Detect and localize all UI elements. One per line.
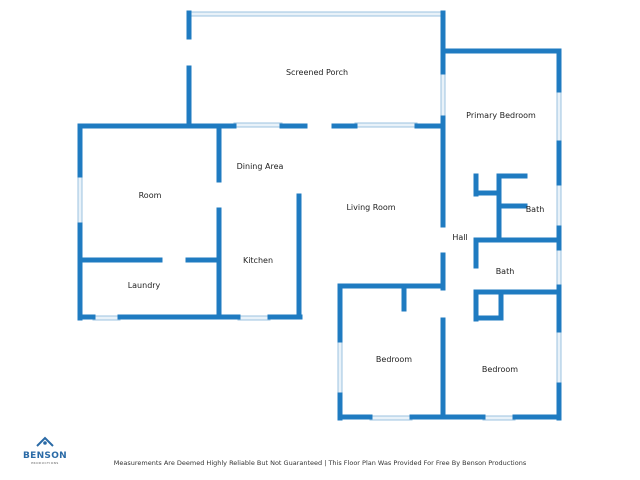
label-bedroom-2: Bedroom bbox=[482, 365, 518, 374]
window bbox=[556, 247, 562, 288]
window bbox=[237, 315, 271, 321]
label-bedroom-1: Bedroom bbox=[376, 355, 412, 364]
window bbox=[369, 415, 413, 421]
window bbox=[482, 415, 516, 421]
window bbox=[92, 315, 121, 321]
footer-disclaimer: Measurements Are Deemed Highly Reliable … bbox=[113, 459, 527, 467]
label-screened-porch: Screened Porch bbox=[286, 68, 348, 77]
window bbox=[440, 71, 446, 119]
walls bbox=[77, 10, 562, 421]
label-bath-2: Bath bbox=[496, 267, 515, 276]
window bbox=[233, 122, 283, 128]
window bbox=[190, 11, 442, 17]
benson-logo: BENSON PRODUCTIONS bbox=[22, 432, 68, 465]
window bbox=[556, 182, 562, 229]
label-laundry: Laundry bbox=[128, 281, 161, 290]
label-hall: Hall bbox=[452, 233, 467, 242]
window bbox=[354, 122, 418, 128]
window bbox=[337, 339, 343, 396]
window bbox=[556, 329, 562, 386]
label-bath-1: Bath bbox=[526, 205, 545, 214]
windows bbox=[77, 11, 562, 421]
label-dining-area: Dining Area bbox=[237, 162, 284, 171]
label-room: Room bbox=[139, 191, 162, 200]
window bbox=[77, 174, 83, 226]
window bbox=[556, 89, 562, 144]
label-kitchen: Kitchen bbox=[243, 256, 273, 265]
label-primary-bedroom: Primary Bedroom bbox=[466, 111, 536, 120]
label-living-room: Living Room bbox=[346, 203, 395, 212]
house-icon bbox=[36, 436, 54, 447]
logo-sub: PRODUCTIONS bbox=[31, 461, 59, 465]
logo-name: BENSON bbox=[22, 451, 67, 461]
room-labels: Screened Porch Primary Bedroom Dining Ar… bbox=[128, 68, 545, 374]
